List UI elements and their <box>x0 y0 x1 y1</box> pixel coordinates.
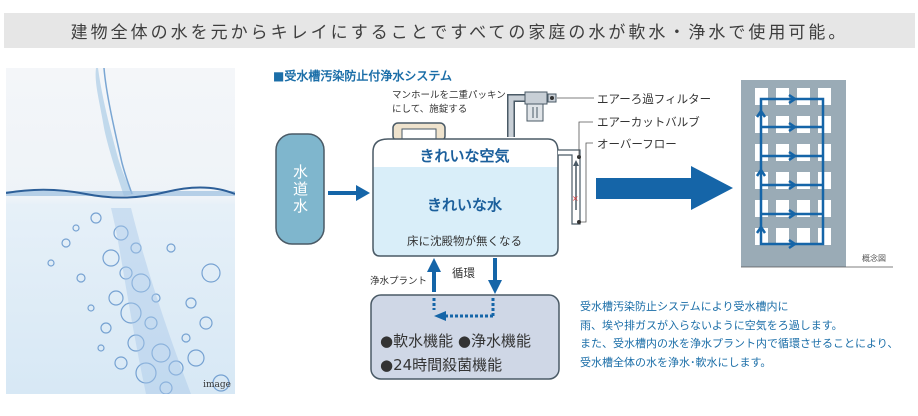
headline-banner: 建物全体の水を元からキレイにすることですべての家庭の水が軟水・浄水で使用可能。 <box>4 13 915 48</box>
overflow-label: オーバーフロー <box>597 137 677 151</box>
building-icon <box>741 80 846 267</box>
circulation-arrows <box>427 258 502 294</box>
supply-arrow <box>596 166 733 210</box>
concept-diagram-label: 概念図 <box>862 254 886 263</box>
overflow-pipe: × <box>558 149 581 225</box>
water-tank <box>372 138 559 257</box>
description-line: また、受水槽内の水を浄水プラント内で循環させることにより、 <box>580 337 899 350</box>
system-description: 受水槽汚染防止システムにより受水槽内に 雨、埃や排ガスが入らないように空気をろ過… <box>580 298 898 372</box>
plant-functions-line2: ●24時間殺菌機能 <box>380 356 503 374</box>
no-sediment-label: 床に沈殿物が無くなる <box>407 234 522 248</box>
tap-water-source <box>275 133 325 245</box>
clean-water-label: きれいな水 <box>426 196 502 214</box>
plant-arrowhead <box>434 311 446 321</box>
manhole-note: マンホールを二重パッキン にして、施錠する <box>392 90 506 115</box>
circulation-label: 循環 <box>452 266 475 280</box>
plant-functions-line1: ●軟水機能 ●浄水機能 <box>380 332 531 350</box>
air-filter-icon <box>507 91 557 137</box>
water-system-diagram: × <box>275 80 893 380</box>
overflow-leader <box>581 142 593 223</box>
water-splash-photo: image <box>6 68 235 394</box>
description-line: 受水槽汚染防止システムにより受水槽内に <box>580 300 789 313</box>
manhole-icon <box>392 122 446 142</box>
purification-plant-box <box>370 294 560 380</box>
description-line: 雨、埃や排ガスが入らないように空気をろ過します。 <box>580 318 843 332</box>
description-line: 受水槽全体の水を浄水･軟水にします。 <box>580 355 772 369</box>
air-cut-valve-label: エアーカットバルブ <box>597 115 700 129</box>
diagram-title: ■受水槽汚染防止付浄水システム <box>273 69 452 83</box>
photo-caption: image <box>203 380 231 390</box>
air-cut-valve-leader <box>578 121 593 157</box>
plant-circulation-dots <box>432 298 495 318</box>
air-filter-label: エアーろ過フィルター <box>597 92 712 106</box>
clean-air-label: きれいな空気 <box>419 147 510 165</box>
headline-text: 建物全体の水を元からキレイにすることですべての家庭の水が軟水・浄水で使用可能。 <box>70 23 849 43</box>
inflow-arrow <box>328 185 370 201</box>
plant-label: 浄水プラント <box>370 276 428 287</box>
svg-text:×: × <box>572 194 579 203</box>
tap-water-label: 水 道 水 <box>292 163 308 215</box>
water-splash-illustration <box>6 68 235 394</box>
